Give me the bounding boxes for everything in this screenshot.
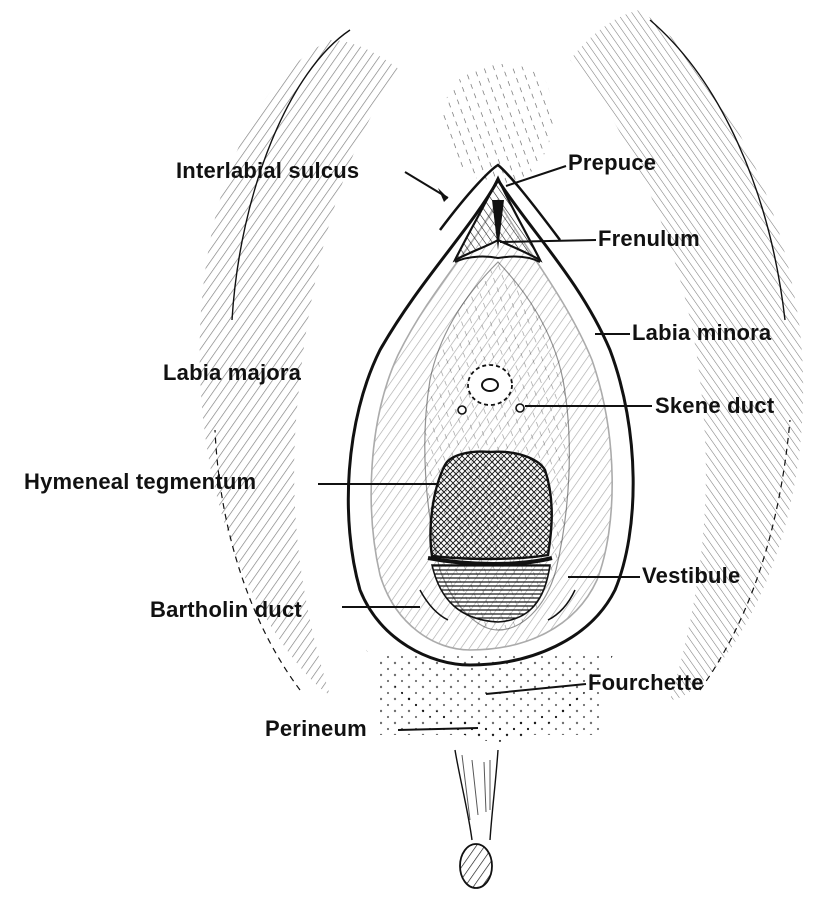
label-frenulum: Frenulum xyxy=(598,228,700,250)
label-fourchette: Fourchette xyxy=(588,672,704,694)
label-prepuce: Prepuce xyxy=(568,152,656,174)
label-bartholin-duct: Bartholin duct xyxy=(150,599,302,621)
label-labia-minora: Labia minora xyxy=(632,322,771,344)
leader-interlabial-arrow xyxy=(438,188,448,202)
gluteal-cleft xyxy=(455,750,498,840)
label-vestibule: Vestibule xyxy=(642,565,740,587)
perineum-stippling xyxy=(360,640,620,742)
label-interlabial-sulcus: Interlabial sulcus xyxy=(176,160,359,182)
anus xyxy=(460,844,492,888)
label-skene-duct: Skene duct xyxy=(655,395,774,417)
label-labia-majora: Labia majora xyxy=(163,362,301,384)
hymeneal-tegmentum xyxy=(428,452,552,622)
label-perineum: Perineum xyxy=(265,718,367,740)
label-hymeneal-tegmentum: Hymeneal tegmentum xyxy=(24,471,256,493)
